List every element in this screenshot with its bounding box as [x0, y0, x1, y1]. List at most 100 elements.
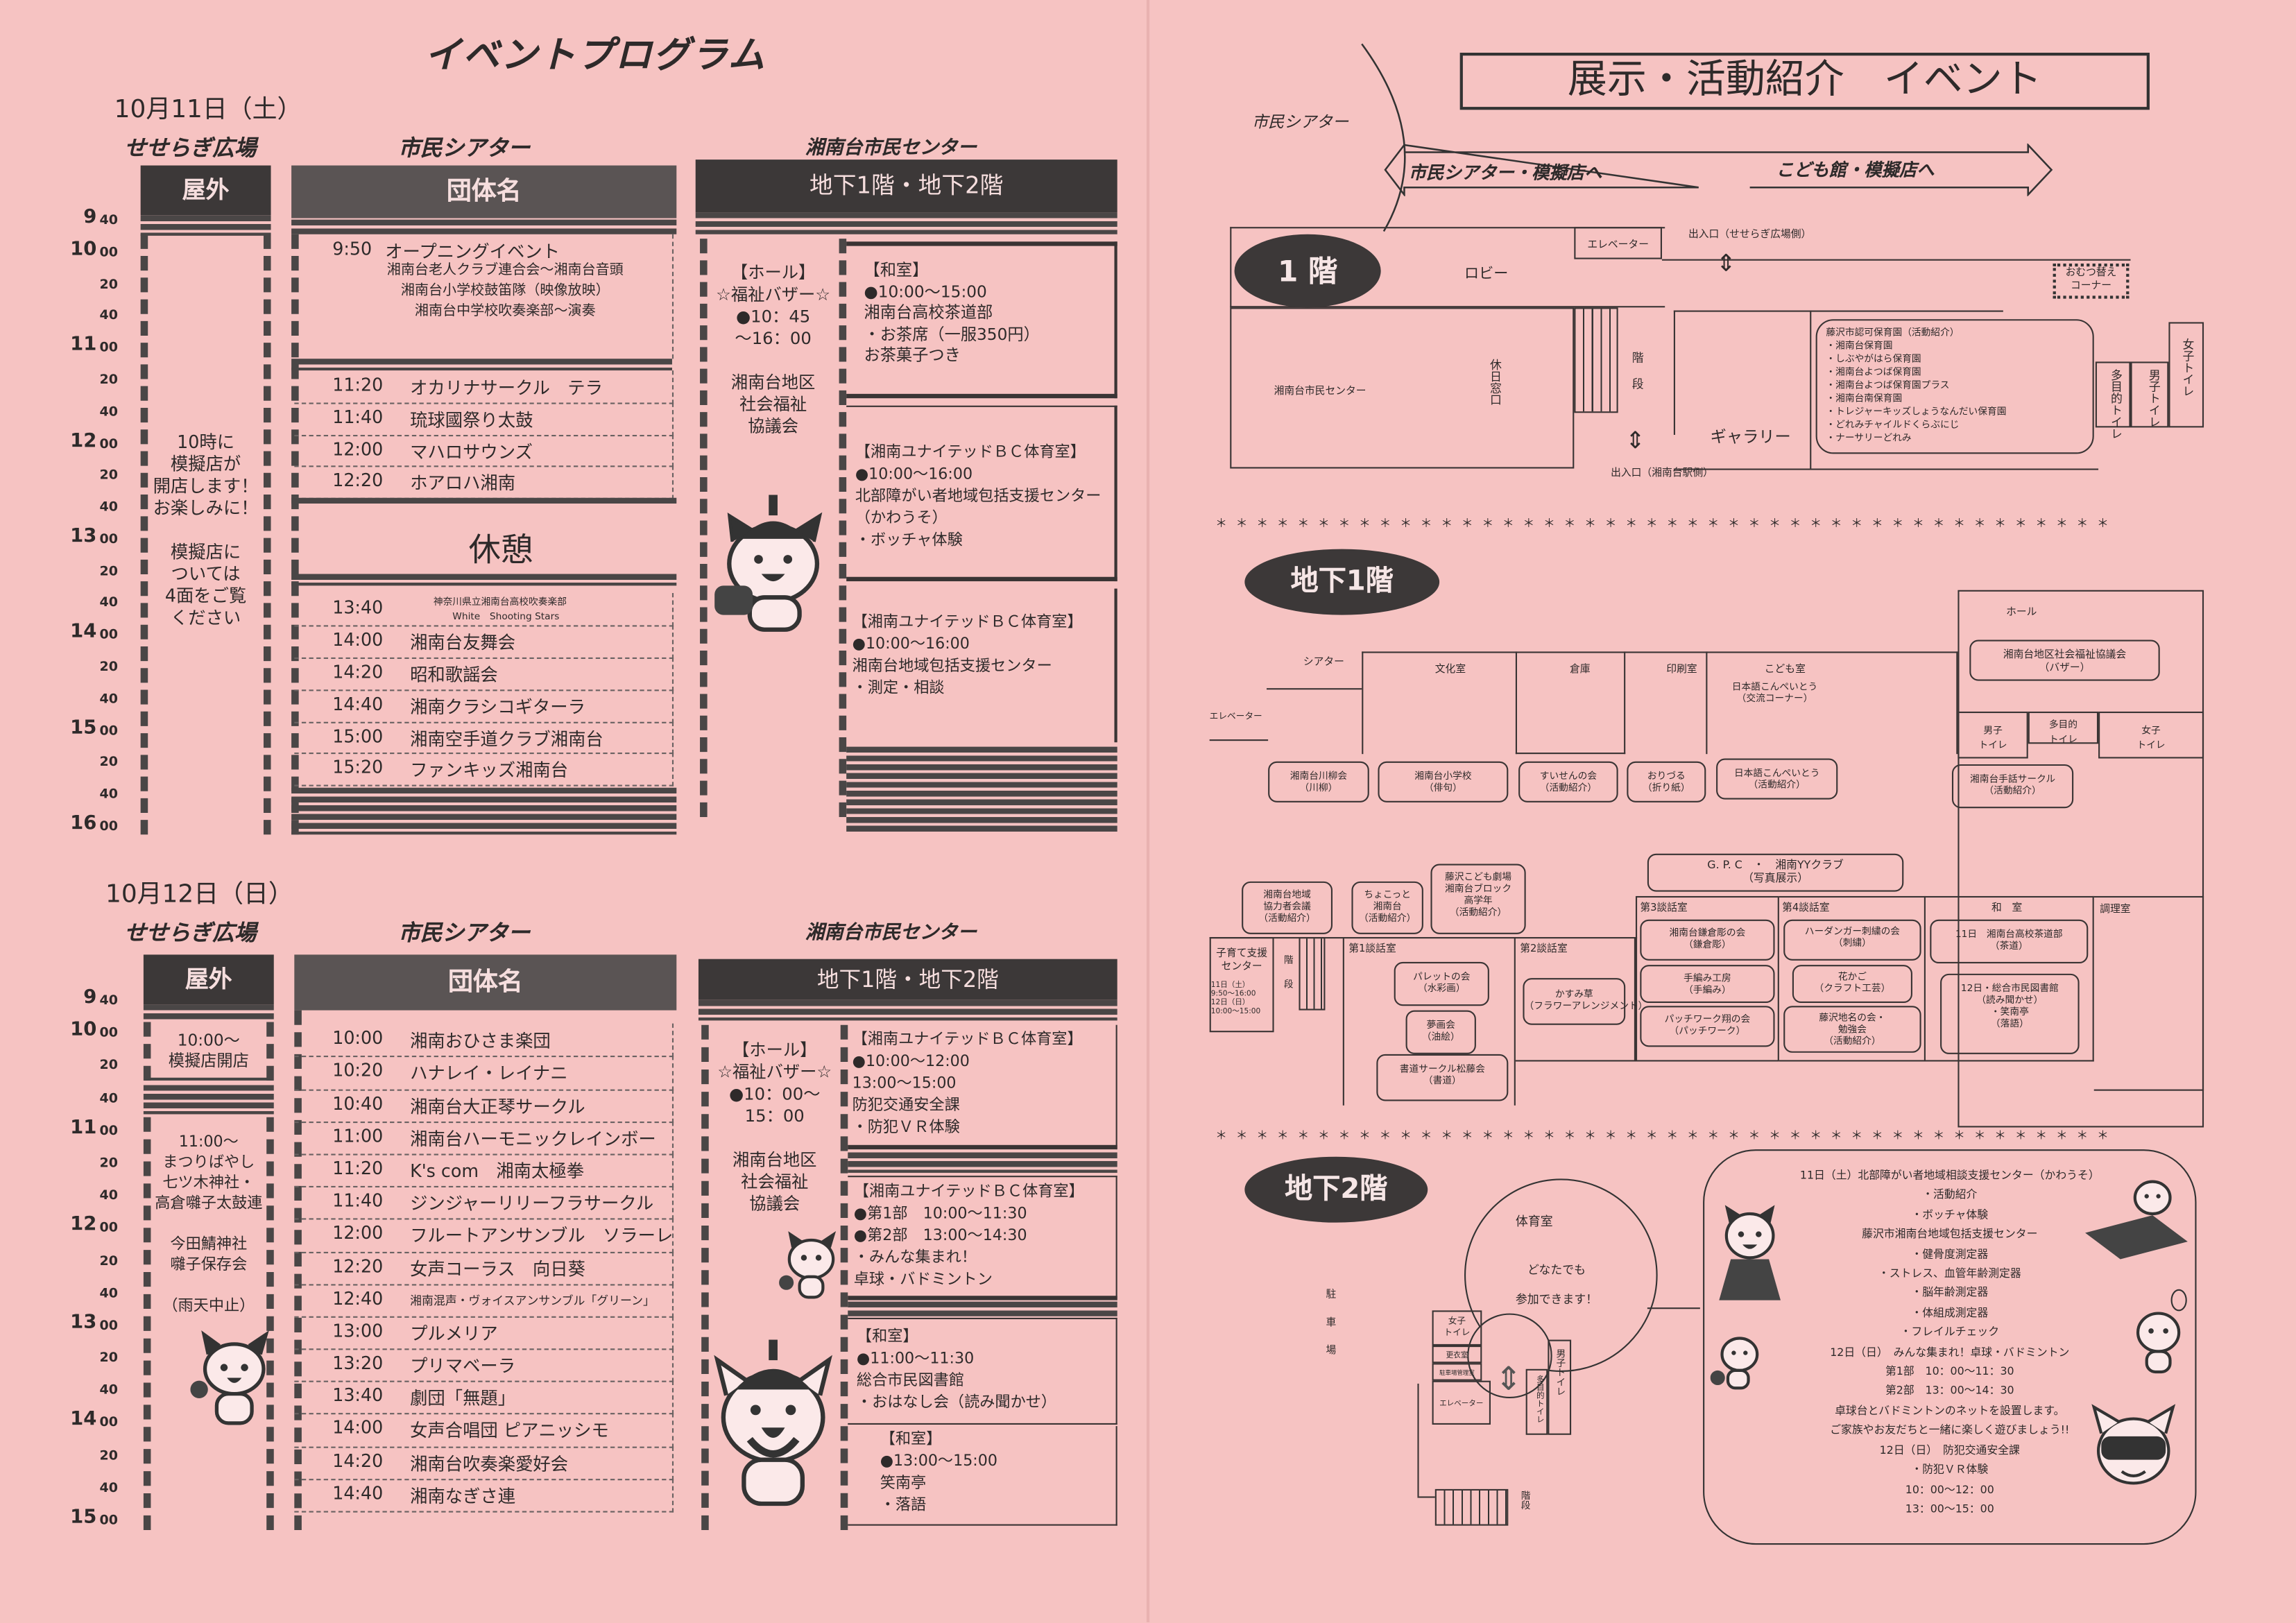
row-time: 12:00	[332, 438, 384, 459]
b2-changing-room: 更衣室	[1432, 1346, 1482, 1364]
f1-diaper-corner: おむつ替えコーナー	[2053, 263, 2130, 299]
text-line: まつりばやし	[162, 1153, 255, 1171]
text-line: 11:00～	[178, 1133, 239, 1151]
tick-minute: 00	[99, 533, 119, 548]
text-line: パッチワーク翔の会	[1664, 1013, 1751, 1025]
tick-minute: 40	[99, 214, 119, 229]
row-group-name: 女声コーラス 向日葵	[410, 1258, 585, 1279]
f1-lobby	[1230, 227, 1665, 308]
text-line: 15：00	[744, 1105, 805, 1126]
text-line: 開店します！	[153, 476, 259, 497]
text-line: 多目的	[2048, 719, 2077, 731]
day2-outdoor-note-a: 10:00～模擬店開店	[151, 1031, 266, 1072]
text-line: パレットの会	[1413, 970, 1471, 983]
day2-center-bars	[698, 999, 1117, 1021]
text-line: 日本語こんぺいとう	[1733, 767, 1820, 780]
text-line: ・笑南亭	[1990, 1006, 2029, 1018]
row-group-name: K's com 湘南太極拳	[410, 1160, 585, 1182]
text-line: 12日・総合市民図書館	[1960, 982, 2059, 995]
row-time: 11:20	[332, 375, 384, 395]
day2-center-bars-2	[848, 1152, 1117, 1173]
text-line: 日本語こんぺいとう	[1731, 680, 1818, 693]
text-line: 模擬店が	[170, 454, 241, 474]
text-line: （クラフト工芸）	[1814, 982, 1891, 995]
text-line: （活動紹介）	[1824, 1036, 1881, 1047]
f1-lobby-label: ロビー	[1464, 266, 1509, 283]
text-line	[709, 1127, 841, 1149]
mascot-tabletennis-illustration	[1710, 1337, 1759, 1390]
tick-minute: 40	[99, 596, 119, 612]
text-line: 11日 湘南台高校茶道部	[1955, 928, 2063, 941]
text-line: ・脳年齢測定器	[1911, 1286, 1989, 1300]
tick-minute: 00	[99, 341, 119, 357]
text-line: （パッチワーク）	[1669, 1024, 1746, 1037]
text-line: すいせんの会	[1539, 770, 1597, 782]
exhibit-box: 手編み工房（手編み）	[1640, 965, 1775, 1004]
text-line: ・湘南台よつば保育園	[1826, 366, 1921, 378]
tick-minute: 20	[99, 1254, 119, 1269]
exhibit-box: パッチワーク翔の会（パッチワーク）	[1640, 1006, 1775, 1047]
tick-minute: 40	[99, 788, 119, 803]
text-line: ・どれみチャイルドくらぶにじ	[1826, 418, 1960, 431]
text-line	[708, 350, 839, 372]
text-line: 12日（日）	[1210, 998, 1250, 1008]
tick-minute: 40	[99, 405, 119, 420]
text-line: ●11:00～11:30	[856, 1350, 975, 1368]
row-time: 15:00	[332, 725, 384, 746]
tick-minute: 40	[99, 994, 119, 1009]
b1-badge: 地下1階	[1244, 549, 1440, 615]
day2-outdoor-box-a: 10:00～模擬店開店	[143, 1022, 274, 1081]
text-line: （川柳）	[1299, 782, 1338, 794]
row-group-name: 湘南台吹奏楽愛好会	[410, 1453, 569, 1475]
text-line: （かわうそ）	[855, 509, 948, 527]
exhibit-box: 12日・総合市民図書館（読み聞かせ）・笑南亭（落語）	[1940, 973, 2080, 1054]
text-line: （交流コーナー）	[1736, 692, 1813, 705]
b1-talk-room-2: 第2談話室	[1515, 937, 1636, 1062]
tick-minute: 40	[99, 1482, 119, 1497]
day1-center-header: 地下1階・地下2階	[695, 160, 1117, 213]
text-line: 【和室】	[856, 1328, 918, 1346]
row-time: 14:40	[332, 694, 384, 714]
b2-gym-circle	[1464, 1178, 1658, 1373]
row-time: 12:00	[332, 1223, 384, 1244]
day2-outdoor-note-b: 11:00～まつりばやし七ツ木神社・高倉囃子太鼓連 今田鯖神社囃子保存会 （雨天…	[151, 1132, 266, 1316]
b1-bazaar-box: 湘南台地区社会福祉協議会（バザー）	[1969, 639, 2160, 681]
tick-minute: 00	[99, 1124, 119, 1139]
b1-room-culture: 文化室	[1434, 663, 1466, 676]
f1-wall	[1661, 259, 2131, 261]
text-line: ついては	[171, 563, 241, 585]
text-line: 男子	[1983, 724, 2003, 737]
tick-minute: 20	[99, 1059, 119, 1074]
f1-civic-center-label: 湘南台市民センター	[1274, 385, 1367, 397]
row-time: 10:00	[332, 1028, 384, 1049]
text-line: 湘南台地域包括支援センター	[852, 657, 1052, 676]
tick-minute: 40	[99, 1286, 119, 1302]
b1-talk-room-4: 第4談話室	[1779, 895, 1926, 1062]
day2-hall-text: 【ホール】☆福祉バザー☆●10：00～15：00 湘南台地区社会福祉協議会	[709, 1040, 841, 1215]
day2-venue-theater: 市民シアター	[398, 919, 531, 946]
day2-outdoor-mid-bars	[143, 1085, 274, 1115]
day1-theater-header: 団体名	[291, 165, 677, 218]
text-line: ●10:00～12:00	[852, 1052, 970, 1071]
b1-toilet-multi: 多目的トイレ	[2028, 711, 2099, 745]
tick-minute: 40	[99, 309, 119, 325]
row-time: 11:00	[332, 1125, 384, 1147]
text-line: ●第1部 10:00～11:30	[853, 1205, 1027, 1223]
text-line: （水彩画）	[1417, 982, 1466, 995]
text-line: ●10：45	[735, 306, 811, 327]
text-line: 12日（日） みんな集まれ！卓球・バドミントン	[1830, 1345, 2070, 1359]
text-line: ～16：00	[735, 327, 812, 349]
text-line: ●第2部 13:00～14:30	[853, 1227, 1027, 1245]
text-line: 【湘南ユナイテッドＢＣ体育室】	[852, 1031, 1083, 1049]
text-line: 藤沢地名の会・	[1819, 1011, 1886, 1024]
text-line: ・湘南台南保育園	[1826, 392, 1903, 404]
text-line: 10:00～	[177, 1031, 240, 1050]
tick-minute: 20	[99, 469, 119, 484]
row-group-name: 湘南台大正琴サークル	[410, 1096, 585, 1117]
